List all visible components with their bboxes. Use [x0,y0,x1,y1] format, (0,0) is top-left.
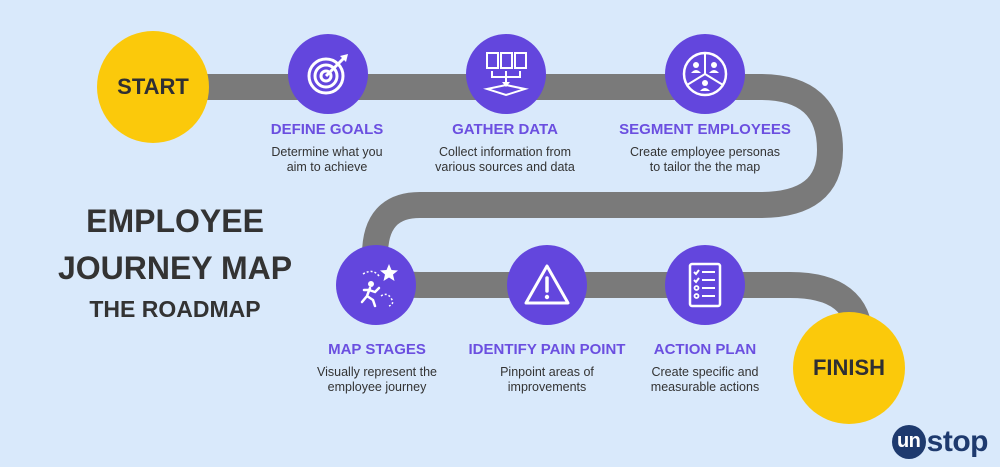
step-desc-line2: to tailor the the map [649,160,761,174]
finish-marker: FINISH [793,312,905,424]
step-desc-line2: aim to achieve [286,160,368,174]
step-desc-line1: Collect information from [439,145,571,159]
finish-label: FINISH [812,355,886,380]
step-title-gather-data: GATHER DATA [452,121,558,138]
step-desc-line2: improvements [507,380,587,394]
target-icon [288,34,368,114]
step-desc-line2: measurable actions [650,380,760,394]
step-desc-line1: Pinpoint areas of [500,365,594,379]
step-title-map-stages: MAP STAGES [328,341,426,358]
subtitle: THE ROADMAP [89,296,261,322]
step-desc-line1: Determine what you [271,145,383,159]
logo-text: stop [926,425,989,458]
step-desc-line1: Create employee personas [629,145,781,159]
step-desc-map-stages: Visually represent the employee journey [277,365,477,395]
step-desc-line1: Visually represent the [317,365,437,379]
step-desc-line2: employee journey [327,380,427,394]
step-desc-line1: Create specific and [651,365,759,379]
checklist-icon [665,245,745,325]
start-label: START [117,74,189,99]
step-title-identify-pain-point: IDENTIFY PAIN POINT [468,341,626,358]
step-title-action-plan: ACTION PLAN [653,341,757,358]
documents-icon [466,34,546,114]
logo-mark: un [891,425,926,459]
step-desc-identify-pain-point: Pinpoint areas of improvements [447,365,647,395]
warning-icon [507,245,587,325]
step-desc-define-goals: Determine what you aim to achieve [227,145,427,175]
main-title-line2: JOURNEY MAP [57,250,293,286]
start-marker: START [97,31,209,143]
step-title-segment-employees: SEGMENT EMPLOYEES [619,121,791,138]
people-segments-icon [665,34,745,114]
step-title-define-goals: DEFINE GOALS [270,121,384,138]
step-desc-line2: various sources and data [435,160,575,174]
runner-star-icon [336,245,416,325]
main-title-line1: EMPLOYEE [86,203,264,239]
step-desc-action-plan: Create specific and measurable actions [605,365,805,395]
step-desc-segment-employees: Create employee personas to tailor the t… [605,145,805,175]
step-desc-gather-data: Collect information from various sources… [405,145,605,175]
